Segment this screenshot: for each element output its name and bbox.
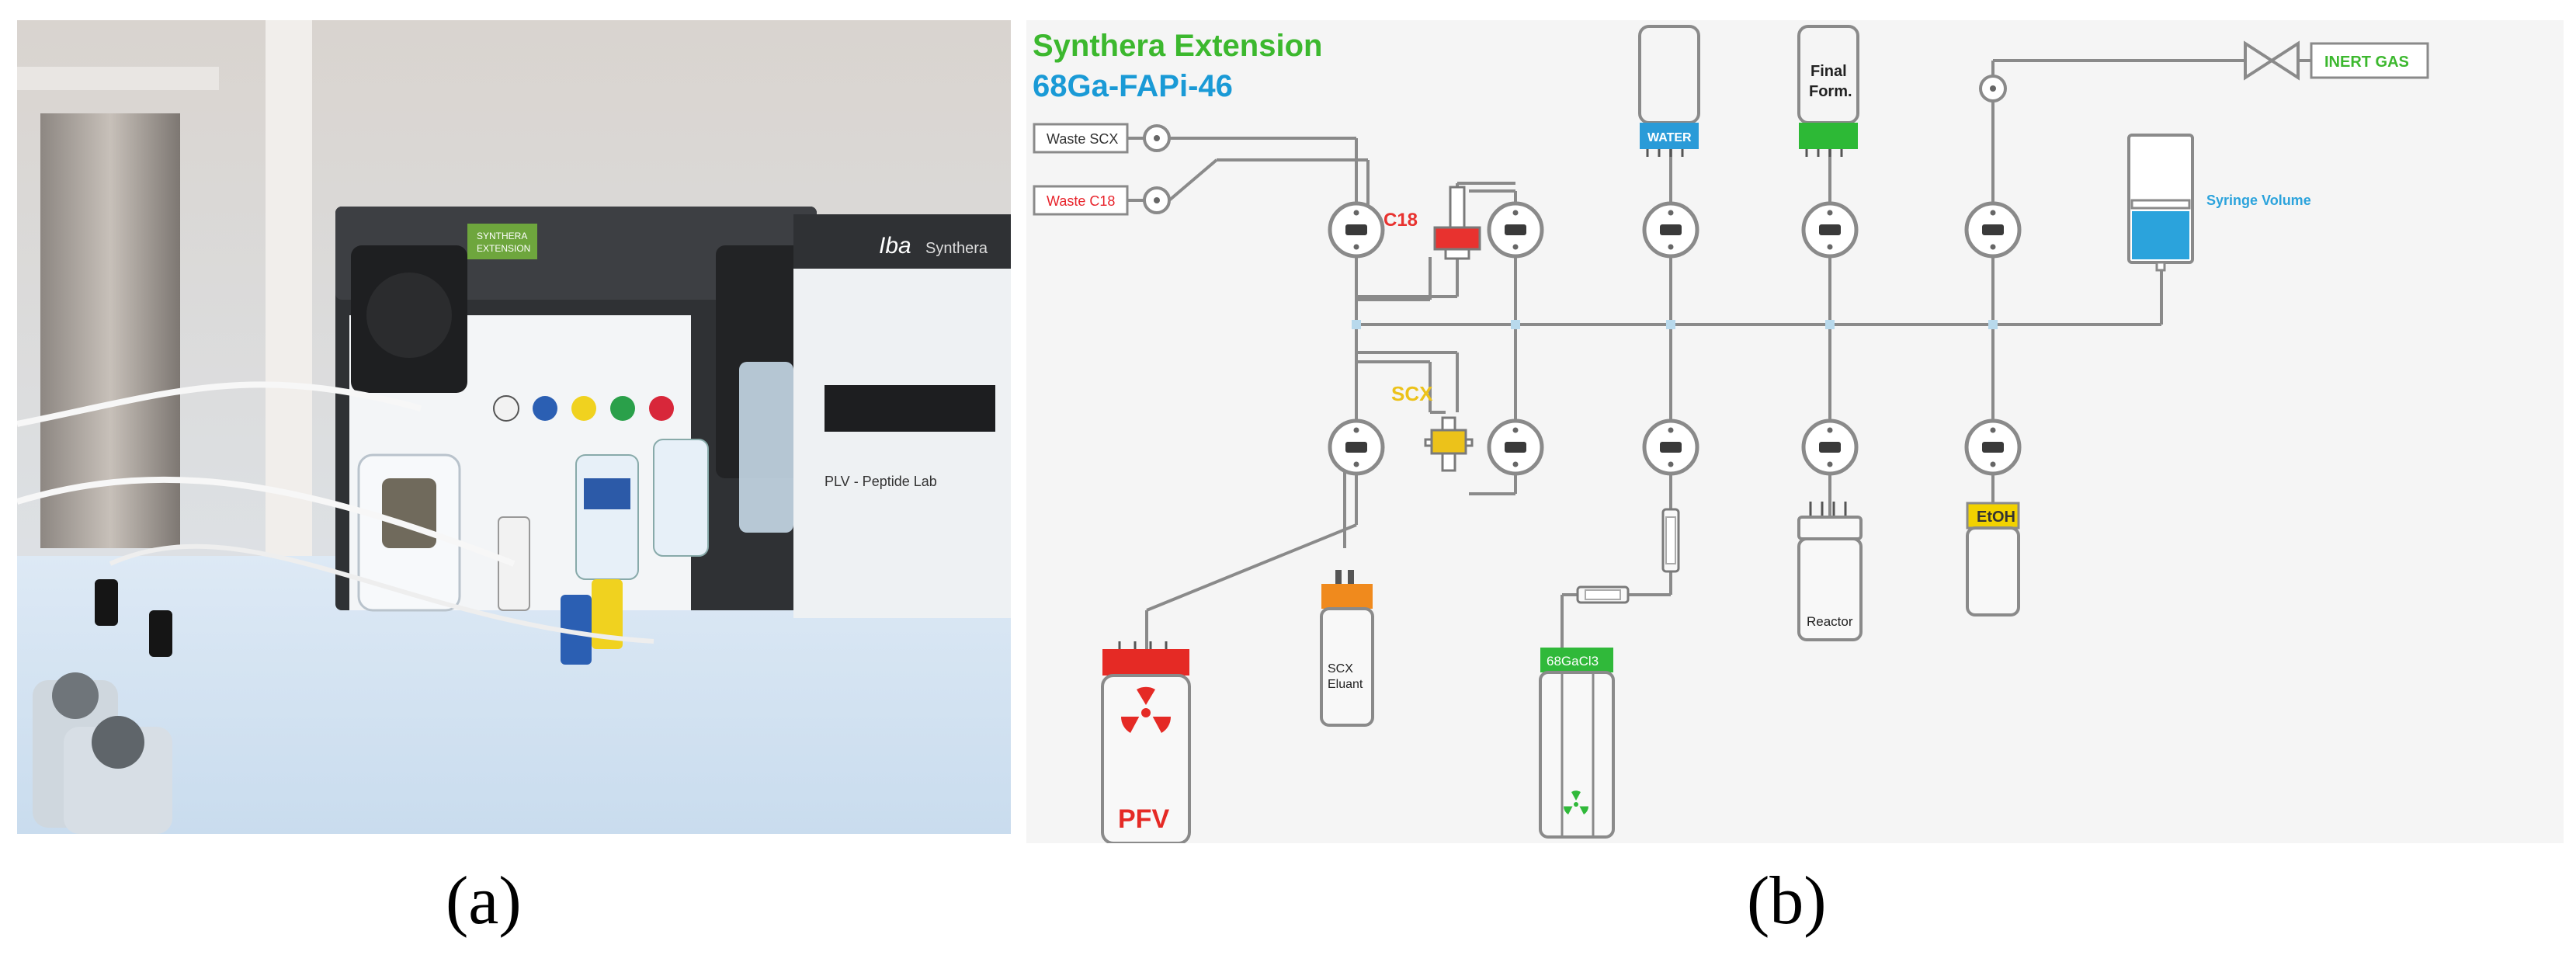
caption-b: (b) xyxy=(1747,863,1827,939)
waste-c18-label: Waste C18 xyxy=(1047,193,1115,209)
waste-c18-box: Waste C18 xyxy=(1033,185,1129,216)
rotary-valve xyxy=(1489,203,1542,256)
front-text: PLV - Peptide Lab xyxy=(825,474,937,489)
pfv-vial: PFV xyxy=(1101,641,1191,843)
ga-cl3-vial: 68GaCl3 xyxy=(1539,648,1615,839)
synthera-module: Iba Synthera PLV - Peptide Lab xyxy=(793,214,1011,618)
reactor-vessel: Reactor xyxy=(1797,502,1863,641)
module-label-line1: SYNTHERA xyxy=(477,231,527,241)
scx-label: SCX xyxy=(1391,382,1433,405)
valve-knob-yellow xyxy=(571,396,596,421)
rotary-valve xyxy=(1804,203,1856,256)
manifold-junctions xyxy=(1352,320,1998,329)
scx-eluant-vial: SCX Eluant xyxy=(1320,570,1374,727)
reactor-label: Reactor xyxy=(1807,614,1853,629)
schematic-panel-b: Synthera Extension 68Ga-FAPi-46 xyxy=(1026,20,2564,843)
valve-knob-red xyxy=(649,396,674,421)
rotary-valve xyxy=(1489,421,1542,474)
gas-valve-icon xyxy=(2244,40,2300,81)
ga-cl3-label: 68GaCl3 xyxy=(1547,654,1599,669)
brand-logo: Iba xyxy=(879,233,911,259)
reagent-vials xyxy=(498,439,709,665)
syringe xyxy=(2127,134,2194,272)
schematic-subtitle: 68Ga-FAPi-46 xyxy=(1033,69,1233,103)
final-form-label-line1: Final xyxy=(1810,63,1847,80)
rotary-valve xyxy=(1330,421,1383,474)
valve-knob-green xyxy=(610,396,635,421)
valve-knob-white xyxy=(493,395,519,422)
rotary-valve xyxy=(1644,203,1697,256)
water-label: WATER xyxy=(1647,131,1692,144)
photo-panel-a: SYNTHERA EXTENSION Iba Synthera PLV - Pe… xyxy=(17,20,1011,834)
rotary-valve xyxy=(1967,421,2019,474)
sample-vials xyxy=(33,579,172,834)
final-form-vial: Final Form. xyxy=(1797,25,1859,157)
rotary-valve xyxy=(1967,203,2019,256)
check-valve-icon xyxy=(1143,186,1171,214)
schematic-title: Synthera Extension xyxy=(1033,29,1322,63)
inert-gas-label: INERT GAS xyxy=(2324,54,2409,71)
radiation-icon xyxy=(1563,790,1589,814)
etoh-label: EtOH xyxy=(1977,509,2015,526)
etoh-vial: EtOH xyxy=(1966,502,2020,616)
inline-filter xyxy=(1661,508,1680,573)
scx-eluant-label-line2: Eluant xyxy=(1328,678,1363,691)
valve-knob-blue xyxy=(533,396,557,421)
pfv-label: PFV xyxy=(1118,804,1169,834)
rotary-valve xyxy=(1330,203,1383,256)
rotary-valve xyxy=(1804,421,1856,474)
c18-cartridge xyxy=(1433,186,1481,260)
module-label-line2: EXTENSION xyxy=(477,243,530,254)
synthera-extension-module: SYNTHERA EXTENSION xyxy=(335,207,825,612)
inline-filter xyxy=(1576,585,1630,604)
syringe-volume-label: Syringe Volume xyxy=(2206,193,2311,208)
check-valve-icon xyxy=(1143,124,1171,152)
side-text: Synthera xyxy=(925,240,988,257)
scx-cartridge xyxy=(1424,416,1474,472)
water-vial: WATER xyxy=(1638,25,1700,157)
waste-scx-box: Waste SCX xyxy=(1033,123,1129,154)
inert-gas-box: INERT GAS xyxy=(2310,42,2429,79)
rotary-valve xyxy=(1644,421,1697,474)
caption-a: (a) xyxy=(446,863,522,939)
c18-label: C18 xyxy=(1383,210,1418,231)
waste-scx-label: Waste SCX xyxy=(1047,131,1118,147)
scx-eluant-label-line1: SCX xyxy=(1328,662,1353,676)
lead-shield xyxy=(40,113,180,548)
final-form-label-line2: Form. xyxy=(1809,83,1852,100)
radiation-icon xyxy=(1120,686,1172,733)
check-valve-icon xyxy=(1979,75,2007,102)
